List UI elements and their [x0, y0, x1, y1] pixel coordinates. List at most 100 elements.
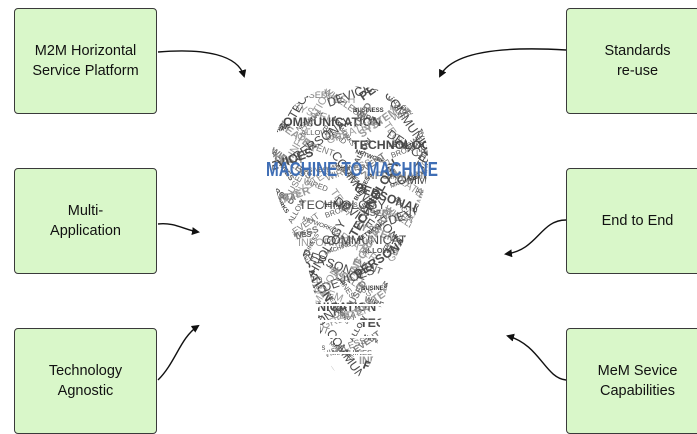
bulb-word: NETWORK: [418, 339, 447, 362]
bulb-word: BROAD: [263, 84, 293, 102]
box-multi-application: Multi- Application: [14, 168, 157, 274]
arrow-mid-right: [504, 219, 567, 258]
bulb-word: NETWORKS: [270, 270, 305, 276]
bulb-word: INFORMATION: [298, 237, 373, 249]
box-mem-service-capabilities: MeM Sevice Capabilities: [566, 328, 697, 434]
bulb-word: SYSTEM: [413, 337, 459, 363]
bulb-word: WIRED: [417, 302, 443, 324]
arrow-mid-left: [157, 222, 200, 236]
bulb-word: DATA: [272, 192, 297, 202]
bulb-word: TECHNOLOGY: [360, 316, 448, 330]
arrow-top-right: [439, 48, 567, 78]
bulb-word: NETWORK: [415, 267, 446, 283]
bulb-word: NETWORKS: [384, 321, 419, 327]
box-standards-re-use: Standards re-use: [566, 8, 697, 114]
bulb-word: MACHINES: [260, 322, 291, 360]
box-label: Standards re-use: [604, 43, 671, 79]
bulb-word: MACHINES: [324, 163, 364, 172]
arrow-bottom-right: [506, 333, 567, 381]
bulb-word: INFORMATION: [352, 20, 400, 91]
bulb-title: MACHINE TO MACHINE: [266, 159, 438, 181]
bulb-word: USED: [294, 346, 316, 373]
bulb-word: COMMUNICATION: [388, 173, 494, 187]
bulb-word: INFORMATION: [364, 170, 440, 182]
bulb-word: PERSONAL: [414, 298, 482, 334]
bulb-word: USED: [413, 219, 435, 246]
bulb-word: ALLOW: [418, 77, 440, 105]
box-label: MeM Sevice Capabilities: [597, 363, 678, 399]
bulb-word-layer: NETWORKSWIREDWIRELESSINFORMATIONCOMMUNIC…: [260, 20, 500, 396]
bulb-word: USED: [302, 90, 328, 100]
bulb-word: MACHINE: [385, 360, 413, 375]
arrow-bottom-left: [157, 324, 200, 381]
bulb-word: COMMUNICATION: [383, 351, 489, 365]
bulb-word: DATA: [386, 243, 410, 253]
bulb-word: EVENT: [417, 269, 448, 295]
bulb-word: NETWORK: [420, 89, 451, 105]
bulb-word: MACHINE: [271, 302, 299, 317]
bulb-word: BUSINESS: [361, 286, 392, 292]
bulb-word: MACHINES: [385, 281, 425, 290]
bulb-word: NETWORKS: [262, 85, 297, 91]
bulb-word: WIRED: [416, 227, 443, 244]
bulb-word: TECH: [268, 332, 298, 344]
bulb-word: DATA: [325, 132, 349, 142]
box-m2m-horizontal-service-platform: M2M Horizontal Service Platform: [14, 8, 157, 114]
bulb-word: ALLOW: [362, 246, 391, 255]
bulb-word: NETWORKS: [389, 143, 424, 149]
bulb-word: TECH: [273, 154, 303, 166]
bulb-word: GREATER: [264, 293, 314, 333]
bulb-word: BROAD: [271, 262, 301, 280]
bulb-word: COMMUNICATION: [274, 115, 381, 129]
bulb-word: BUSINESS: [415, 291, 435, 320]
bulb-word: TECHNOLOGY: [299, 198, 386, 212]
bulb-word: ALLOW: [415, 186, 442, 195]
bulb-word: TECH: [262, 247, 289, 278]
box-technology-agnostic: Technology Agnostic: [14, 328, 157, 434]
bulb-word: BUSINESS: [295, 346, 325, 352]
bulb-word: BUSINESS: [300, 168, 330, 174]
bulb-word: DATA: [333, 310, 357, 320]
bulb-word: INFORMATION: [417, 110, 492, 122]
bulb-word: TECH: [387, 212, 416, 224]
bulb-word: TECH: [323, 365, 350, 396]
bulb-word: ALLOW: [413, 255, 435, 283]
bulb-word: MACHINE: [267, 223, 293, 244]
box-label: M2M Horizontal Service Platform: [32, 43, 139, 79]
arrow-top-left: [157, 50, 247, 78]
box-label: End to End: [601, 213, 674, 229]
bulb-word: BROAD: [263, 368, 291, 392]
bulb-word: DATA: [261, 284, 283, 310]
bulb-word: COMMUNICATION: [322, 233, 428, 247]
bulb-word: PERSONAL: [419, 120, 487, 156]
box-label: Technology Agnostic: [48, 363, 123, 399]
bulb-word: WIRELESS: [264, 330, 309, 366]
bulb-word: TECHNOLOGY: [352, 138, 440, 152]
bulb-word: EVENT: [409, 84, 440, 110]
bulb-word: SYSTEM: [418, 223, 461, 258]
bulb-word: TECHNOLOGY: [413, 249, 500, 263]
bulb-word: NETWORKS: [323, 203, 358, 209]
bulb-word: TECH: [326, 94, 355, 106]
bulb-word: BUSINESS: [353, 108, 384, 114]
bulb-word: INFORMATION: [412, 288, 487, 300]
bulb-word: NETWORKS: [272, 361, 297, 393]
bulb-word: USED: [416, 148, 442, 158]
bulb-word: DEVICES: [267, 323, 323, 355]
box-label: Multi- Application: [50, 203, 121, 239]
bulb-word: TECH: [334, 272, 363, 284]
bulb-word: BROAD: [385, 320, 414, 338]
bulb-word: COMMUNICATION: [390, 267, 463, 362]
box-end-to-end: End to End: [566, 168, 697, 274]
bulb-word: NETWORK: [291, 288, 320, 311]
bulb-word: GREATER: [391, 344, 440, 383]
bulb-word: ALLOW: [423, 364, 450, 373]
bulb-word: WIRELESS: [385, 275, 433, 301]
bulb-word: DATA: [388, 342, 410, 367]
bulb-word: USED: [424, 326, 450, 336]
bulb-word: BUSINESS: [414, 226, 444, 232]
bulb-word: ALLOW: [301, 128, 328, 137]
bulb-word: TECHNOLOGY: [407, 275, 462, 357]
bulb-word: USED: [363, 208, 389, 218]
